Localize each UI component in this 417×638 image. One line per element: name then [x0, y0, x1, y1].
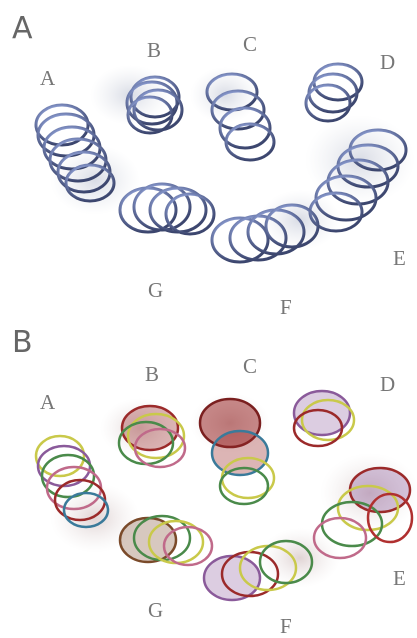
helix-label-d: D — [380, 52, 395, 73]
helix-label-a: A — [40, 392, 55, 413]
helix-label-d: D — [380, 374, 395, 395]
helix-label-e: E — [393, 568, 406, 589]
helix-label-e: E — [393, 248, 406, 269]
panel-b: B A B C D E F G — [0, 318, 417, 636]
panel-b-helix-bundle — [0, 318, 417, 636]
helix-d — [294, 391, 354, 446]
helix-label-f: F — [280, 616, 292, 637]
helix-g — [120, 184, 214, 234]
panel-a-helix-bundle — [0, 0, 417, 318]
helix-label-g: G — [148, 280, 163, 301]
helix-label-c: C — [243, 356, 257, 377]
helix-g — [120, 516, 212, 565]
helix-label-f: F — [280, 297, 292, 318]
helix-label-g: G — [148, 600, 163, 621]
helix-label-a: A — [40, 68, 55, 89]
helix-label-c: C — [243, 34, 257, 55]
panel-letter: A — [12, 14, 33, 44]
helix-label-b: B — [145, 364, 159, 385]
panel-a: A A B C D E F G — [0, 0, 417, 318]
panel-letter: B — [12, 328, 33, 358]
helix-d — [306, 64, 362, 121]
helix-label-b: B — [147, 40, 161, 61]
